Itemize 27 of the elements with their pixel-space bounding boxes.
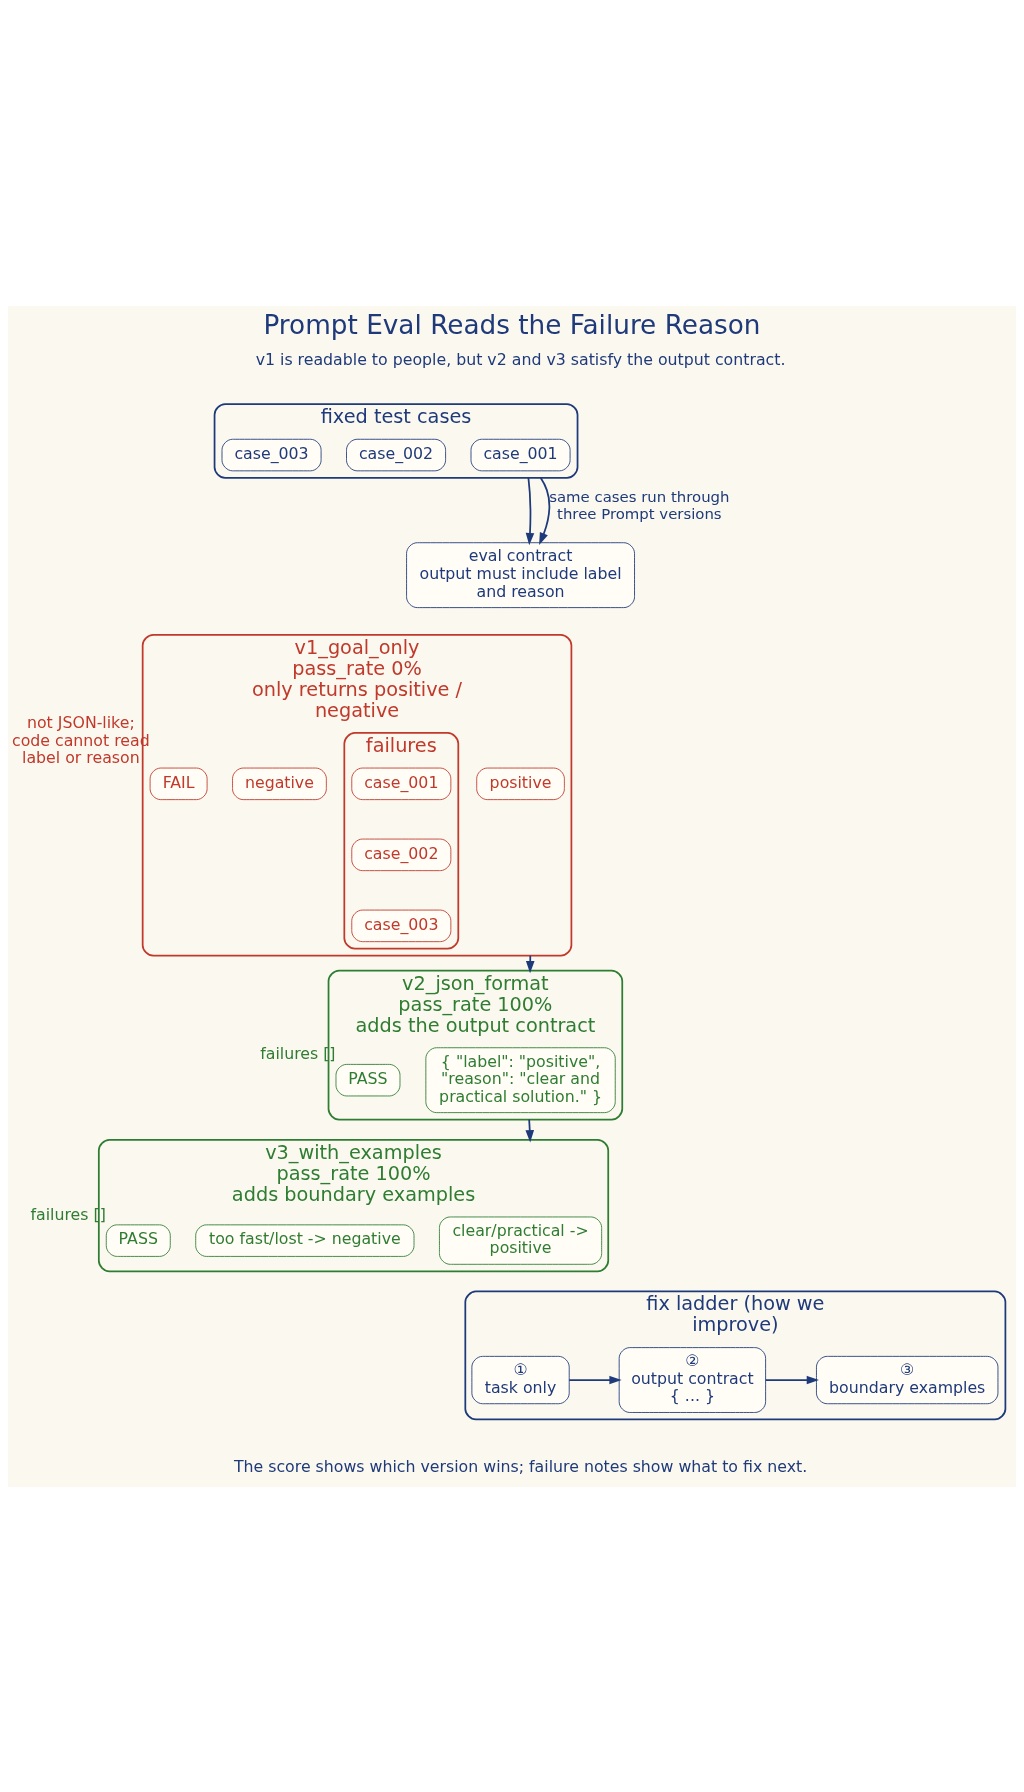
node-box: positive — [476, 767, 565, 800]
caption: The score shows which version wins; failure notes show what to fix next. — [233, 1456, 808, 1476]
node-box: PASS — [335, 1063, 401, 1096]
node-box: too fast/lost -> negative — [195, 1223, 415, 1257]
label: v1 is readable to people, but v2 and v3 satisfy the output contract. — [255, 349, 786, 369]
node-box: case_001 — [470, 438, 571, 471]
node-box: case_002 — [351, 838, 452, 871]
node-box: clear/practical -> positive — [439, 1216, 603, 1265]
arrow — [539, 476, 551, 545]
node-box: { "label": "positive", "reason": "clear and practical solution." } — [425, 1046, 616, 1113]
node-box: ② output contract { ... } — [618, 1346, 767, 1413]
diagram-title: Prompt Eval Reads the Failure Reason — [263, 309, 761, 340]
arrow — [764, 1375, 819, 1384]
node-box: negative — [232, 767, 327, 800]
node-box: case_003 — [351, 909, 452, 942]
node-box: case_001 — [351, 767, 452, 800]
arrow — [525, 954, 535, 973]
edge-label: same cases run through three Prompt versions — [549, 487, 730, 523]
node-box: PASS — [105, 1223, 171, 1257]
node-box: case_002 — [346, 438, 447, 471]
node-box: eval contract output must include label and reason — [406, 541, 635, 608]
node-box: ① task only — [471, 1355, 570, 1404]
node-box: ③ boundary examples — [816, 1355, 999, 1404]
arrow — [568, 1375, 622, 1384]
node-box: FAIL — [149, 767, 208, 800]
arrow — [525, 476, 535, 545]
node-box: case_003 — [221, 438, 322, 471]
